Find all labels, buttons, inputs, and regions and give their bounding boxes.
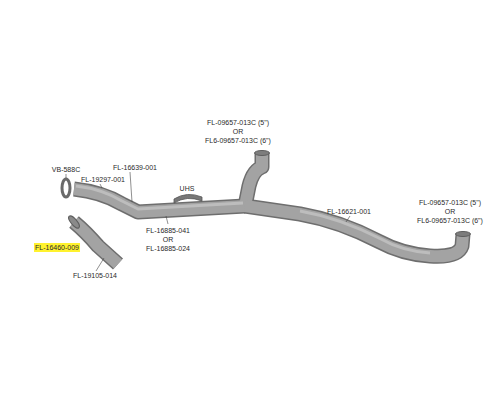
pipe-shine bbox=[76, 186, 243, 209]
pipe-opening bbox=[255, 151, 270, 156]
pipe-shine bbox=[300, 211, 430, 253]
or-note: OR bbox=[162, 235, 175, 244]
leader-line bbox=[100, 184, 102, 188]
pipe-body bbox=[245, 153, 262, 206]
leader-line bbox=[66, 174, 67, 178]
heat-shield bbox=[174, 194, 202, 203]
or-note: OR bbox=[232, 127, 245, 136]
part-number: FL6-09657-013C (6") bbox=[204, 136, 272, 145]
leader-line bbox=[130, 172, 132, 202]
pipe-opening bbox=[67, 214, 81, 229]
v-band-clamp bbox=[62, 179, 70, 197]
pipe-outline bbox=[245, 153, 262, 206]
pipe-outline bbox=[74, 222, 118, 264]
part-number: FL-16639-001 bbox=[112, 163, 158, 172]
leader-line bbox=[346, 216, 350, 222]
part-number: UHS bbox=[179, 184, 196, 193]
part-number: VB-588C bbox=[51, 165, 81, 174]
pipe-outline bbox=[245, 206, 463, 256]
part-number: FL-16621-001 bbox=[326, 207, 372, 216]
part-number: FL-16885-024 bbox=[145, 244, 191, 253]
highlighted-part-number: FL-16460-009 bbox=[34, 243, 80, 252]
leader-line bbox=[166, 216, 168, 224]
part-number: FL-19297-001 bbox=[80, 175, 126, 184]
pipe-body bbox=[245, 206, 463, 256]
part-number: FL-09657-013C (5") bbox=[206, 118, 270, 127]
or-note: OR bbox=[444, 207, 457, 216]
pipe-opening bbox=[456, 232, 471, 237]
pipe-body bbox=[74, 222, 118, 264]
part-number: FL6-09657-013C (6") bbox=[416, 216, 484, 225]
part-number: FL-09657-013C (5") bbox=[418, 198, 482, 207]
part-number: FL-16885-041 bbox=[145, 226, 191, 235]
leader-line bbox=[96, 258, 104, 271]
part-number: FL-19105-014 bbox=[72, 271, 118, 280]
